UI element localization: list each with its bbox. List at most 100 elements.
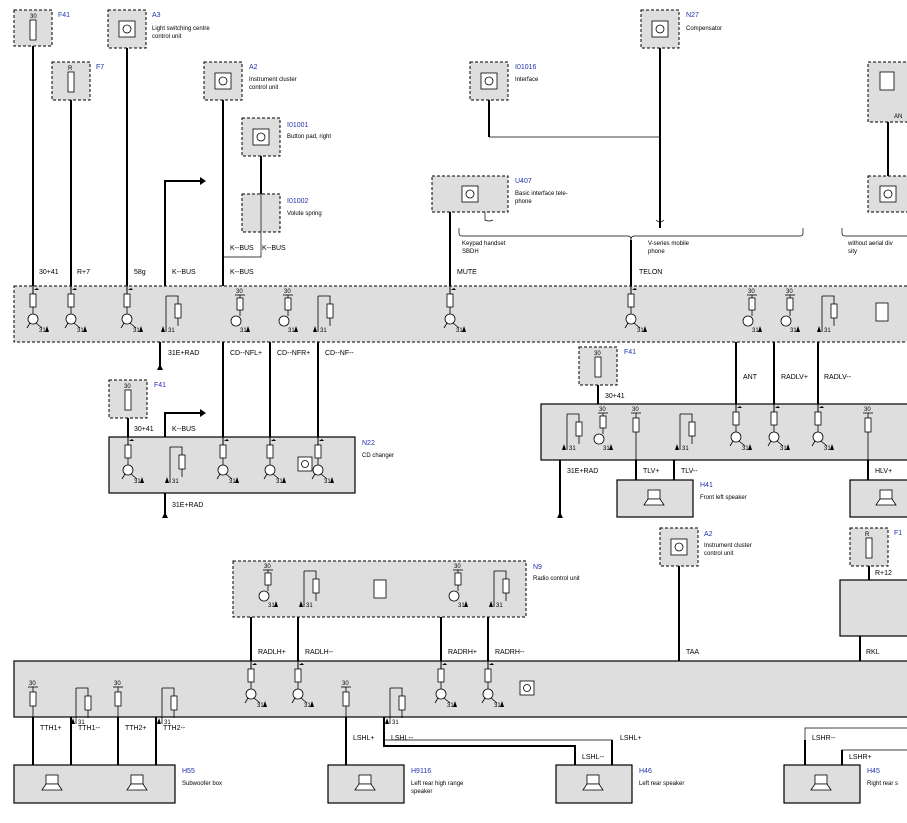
ref-a3: A3 [152,12,161,19]
transistor-icon [444,313,456,325]
ground-icon [830,444,834,450]
resistor-icon [124,444,132,459]
ground-icon [748,444,752,450]
wire-cd-kbus[interactable] [164,412,200,437]
pin-31-label: 31 [569,446,576,452]
pin-30-label: 30 [599,407,606,413]
ref-f41-mid: F41 [624,349,636,356]
transistor-icon [264,464,276,476]
label-tth1-minus: TTH1-- [78,725,101,732]
pin-31-label: 31 [276,479,283,485]
pin-30-label: 30 [284,289,291,295]
ground-icon [162,512,168,518]
ground-icon [83,326,87,332]
wire-lshl-minus[interactable] [383,717,576,765]
desc-h46: Left rear speaker [639,781,684,787]
pin-31-label: 31 [824,328,831,334]
transistor-icon [768,431,780,443]
label-tlv-plus: TLV+ [643,468,659,475]
note-vseries-1: V-series mobile [648,241,690,247]
label-kbus-3: K--BUS [230,269,254,276]
resistor-icon [123,293,131,308]
resistor-icon [284,297,292,311]
pin-30-label: 30 [114,681,121,687]
transistor-icon [217,464,229,476]
ref-i01001: I01001 [287,122,309,129]
transistor-icon [742,315,754,327]
label-radlv-minus: RADLV-- [824,374,852,381]
resistor-icon [236,297,244,311]
label-tth2-minus: TTH2-- [163,725,186,732]
radio-module-bottom[interactable] [13,660,907,718]
transistor-icon [435,688,447,700]
amplifier-module[interactable] [540,403,907,461]
desc-h45: Right rear s [867,781,898,787]
ground-icon [263,701,267,707]
wire-kbus-1[interactable] [164,180,200,286]
fuse-f1-pin: R [865,532,870,538]
resistor-icon [864,417,872,433]
ref-h45: H45 [867,768,880,775]
transistor-icon [812,431,824,443]
label-lshl-plus: LSHL+ [353,735,375,742]
note-vseries-2: phone [648,249,665,255]
variant-brace-right [841,228,907,237]
ground-icon [643,326,647,332]
pin-31-label: 31 [824,446,831,452]
fuse-icon [865,537,873,559]
label-mute: MUTE [457,269,477,276]
desc-a2-top-line1: Instrument cluster [249,77,297,83]
speaker-h55[interactable] [13,764,176,804]
pin-31-label: 31 [456,328,463,334]
desc-a2-top-line2: control unit [249,85,279,91]
label-lshl-plus-2: LSHL+ [620,735,642,742]
speaker-icon [875,489,897,506]
module-right-mid[interactable] [839,579,907,637]
module-n22[interactable] [108,436,356,494]
resistor-icon [748,297,756,311]
transistor-icon [245,688,257,700]
transistor-icon [780,315,792,327]
radio-module-top[interactable] [13,285,907,343]
transistor-icon [593,433,605,445]
ground-icon [235,477,239,483]
control-unit-icon [879,185,897,203]
transistor-icon [122,464,134,476]
ground-icon [282,477,286,483]
desc-n9: Radio control unit [533,576,580,582]
resistor-icon [502,578,510,594]
pin-31-label: 31 [742,446,749,452]
desc-a2-mid-line1: Instrument cluster [704,543,752,549]
control-unit-icon [118,20,136,38]
speaker-right-edge[interactable] [849,479,907,518]
note-keypad-2: SBDH [462,249,479,255]
pin-31-label: 31 [77,328,84,334]
resistor-icon [398,695,406,711]
ground-icon [562,444,566,450]
ground-icon [139,326,143,332]
label-radlh-minus: RADLH-- [305,649,334,656]
note-an: AN [894,114,902,120]
module-right-an[interactable] [867,61,907,123]
pin-30-label: 30 [236,289,243,295]
resistor-icon [294,668,302,683]
label-tth1-plus: TTH1+ [40,725,62,732]
resistor-icon [247,668,255,683]
ground-icon [294,326,298,332]
resistor-icon [732,411,740,426]
pin-31-label: 31 [78,720,85,726]
control-unit-icon [651,20,669,38]
label-cd-31e-rad: 31E+RAD [172,502,203,509]
pin-31-label: 31 [164,720,171,726]
desc-h55: Subwoofer box [182,781,222,787]
ground-icon [246,326,250,332]
resistor-icon [770,411,778,426]
label-telon: TELON [639,269,662,276]
speaker-icon [643,489,665,506]
ground-icon [385,718,389,724]
speaker-icon [41,774,63,791]
arrow-right-icon [200,177,206,185]
